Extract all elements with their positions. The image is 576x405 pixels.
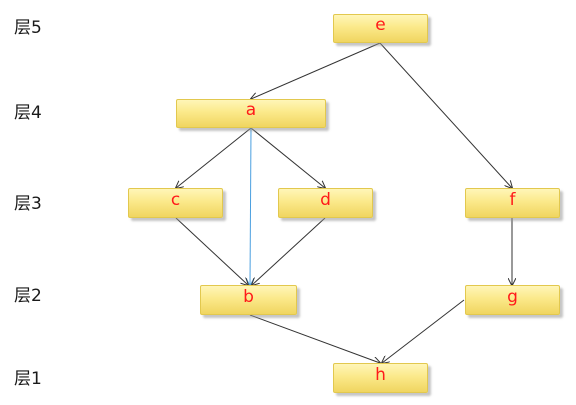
layer-label-3: 层3: [14, 194, 42, 214]
layer-label-2: 层2: [14, 286, 42, 306]
layer-label-5: 层5: [14, 18, 42, 38]
layer-label-4: 层4: [14, 103, 42, 123]
node-a: a: [176, 99, 326, 128]
layer-label-1: 层1: [14, 369, 42, 389]
node-e: e: [333, 14, 428, 43]
node-f: f: [465, 188, 560, 218]
edge-d-to-b: [252, 217, 326, 285]
node-d: d: [278, 188, 373, 218]
edge-b-to-h: [249, 314, 380, 363]
edge-e-to-f: [379, 42, 512, 188]
edge-e-to-a: [251, 42, 381, 99]
edge-c-to-b: [175, 217, 248, 285]
node-g: g: [465, 285, 560, 315]
node-b: b: [200, 285, 297, 315]
edge-a-to-b: [250, 127, 251, 285]
edge-g-to-h: [382, 299, 465, 363]
node-c: c: [128, 188, 223, 218]
edge-a-to-c: [176, 127, 252, 188]
node-h: h: [333, 363, 428, 393]
edge-a-to-d: [250, 127, 325, 188]
